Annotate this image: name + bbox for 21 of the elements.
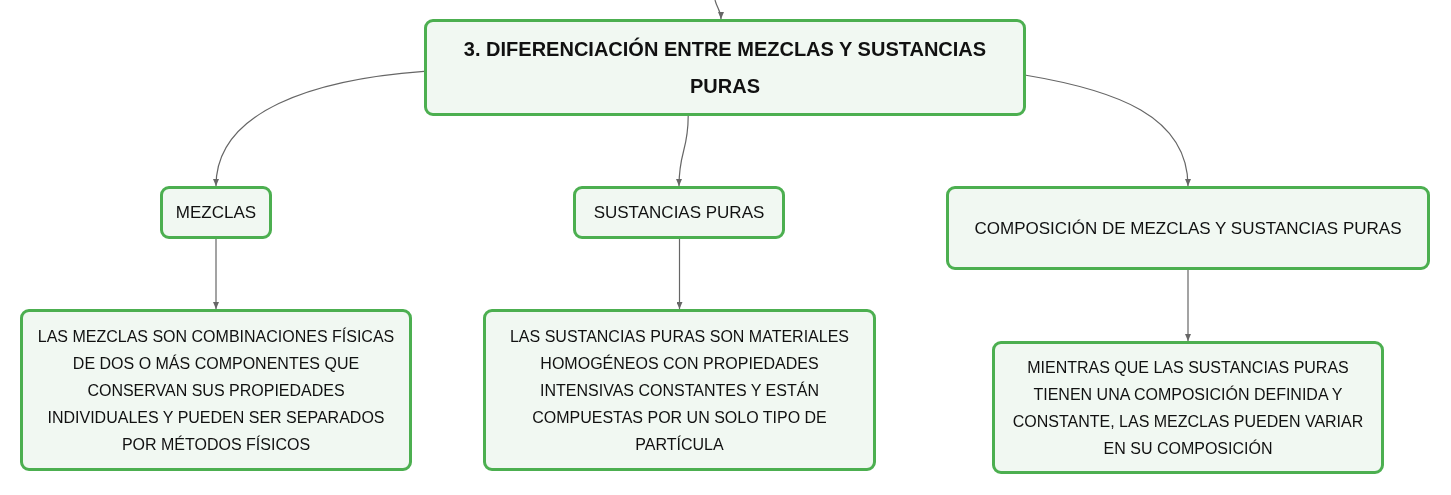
detail-box (20, 309, 412, 471)
connector-arrow (213, 70, 425, 187)
detail-text: LAS SUSTANCIAS PURAS SON MATERIALES HOMOGÉNEOS CON PROPIEDADES INTENSIVAS CONSTANTES Y ESTÁN COMPUESTAS POR UN SOLO TIPO DE PARTÍCULA (508, 326, 850, 455)
detail-text: LAS MEZCLAS SON COMBINACIONES FÍSICAS DE DOS O MÁS COMPONENTES QUE CONSERVAN SUS PROPIEDADES INDIVIDUALES Y PUEDEN SER SEPARADOS POR MÉTODOS FÍSICOS (36, 326, 396, 455)
connector-arrow (213, 238, 219, 310)
connector-arrow (676, 238, 683, 310)
subtopic-label: SUSTANCIAS PURAS (593, 202, 765, 224)
detail-box (483, 309, 876, 471)
connector-arrow (714, 0, 724, 20)
subtopic-label: MEZCLAS (175, 202, 257, 224)
detail-text: MIENTRAS QUE LAS SUSTANCIAS PURAS TIENEN UNA COMPOSICIÓN DEFINIDA Y CONSTANTE, LAS MEZCLAS PUEDEN VARIAR EN SU COMPOSICIÓN (1011, 357, 1365, 459)
connector-arrow (1185, 269, 1191, 342)
subtopic-label: COMPOSICIÓN DE MEZCLAS Y SUSTANCIAS PURAS (974, 217, 1402, 240)
connector-arrow (1025, 74, 1191, 187)
central-topic-title: 3. DIFERENCIACIÓN ENTRE MEZCLAS Y SUSTANCIAS PURAS (462, 36, 988, 99)
subtopic-box (946, 186, 1430, 270)
subtopic-box (160, 186, 272, 239)
subtopic-box (573, 186, 785, 239)
detail-box (992, 341, 1384, 474)
central-topic-box (424, 19, 1026, 116)
connector-arrow (676, 115, 689, 187)
